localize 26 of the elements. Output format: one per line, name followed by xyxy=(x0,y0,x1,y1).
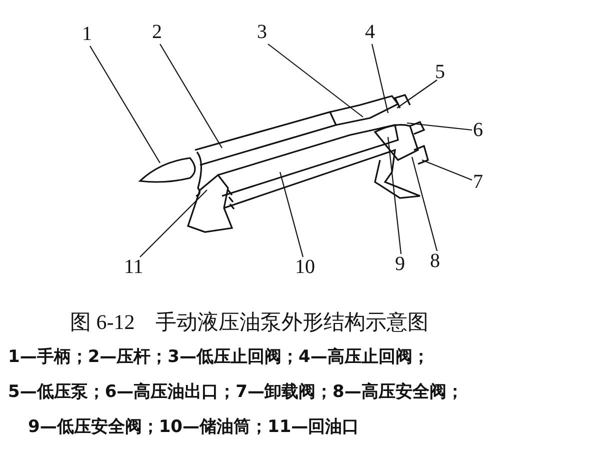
callout-number: 1 xyxy=(81,24,93,44)
legend-text: 1—手柄；2—压杆；3—低压止回阀；4—高压止回阀； xyxy=(8,346,430,368)
leader-line xyxy=(90,46,160,164)
callout-number: 9 xyxy=(394,254,406,274)
leader-line xyxy=(422,159,472,181)
leader-line xyxy=(268,44,364,118)
leader-line xyxy=(160,44,222,148)
leader-line xyxy=(371,44,389,114)
callout-number: 4 xyxy=(364,22,376,42)
leader-line xyxy=(411,156,438,252)
figure-caption: 图 6-12 手动液压油泵外形结构示意图 xyxy=(70,309,429,336)
callout-number: 7 xyxy=(472,172,484,192)
callout-number: 6 xyxy=(472,120,484,140)
legend-text: 9—低压安全阀；10—储油筒；11—回油口 xyxy=(28,416,360,438)
callout-number: 5 xyxy=(434,62,446,82)
callout-number: 10 xyxy=(294,257,316,277)
leader-line xyxy=(387,136,402,254)
leader-line xyxy=(140,190,208,258)
callout-number: 2 xyxy=(151,22,163,42)
leader-line xyxy=(279,172,304,258)
leader-line xyxy=(406,122,472,131)
callout-number: 3 xyxy=(256,22,268,42)
callout-number: 8 xyxy=(429,251,441,271)
leader-line xyxy=(396,80,438,108)
legend-text: 5—低压泵；6—高压油出口；7—卸载阀；8—高压安全阀； xyxy=(8,381,464,403)
callout-number: 11 xyxy=(123,257,144,277)
